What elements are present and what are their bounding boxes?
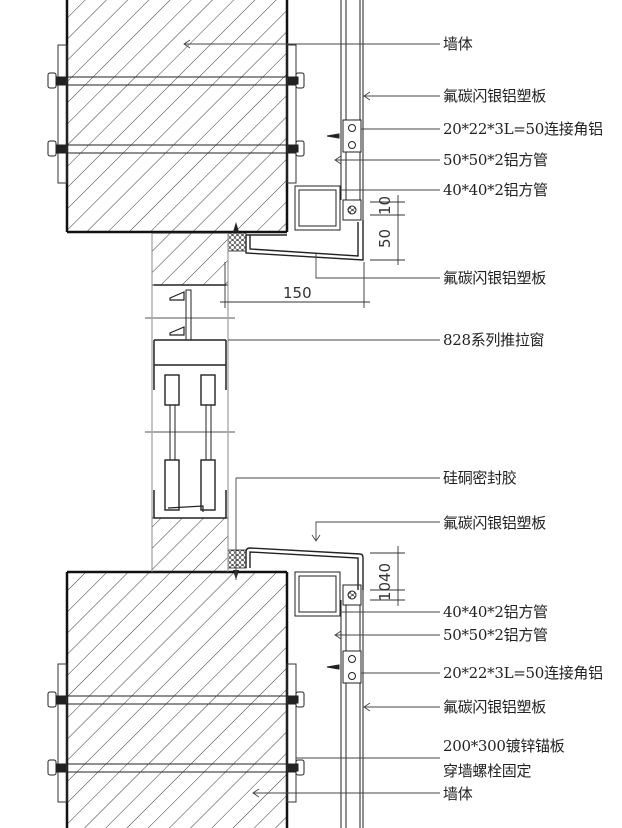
label-tube50-bottom: 50*50*2铝方管 (443, 626, 548, 644)
label-sealant: 硅硐密封胶 (443, 469, 517, 487)
label-panel-bottom-2: 氟碳闪银铝塑板 (443, 698, 546, 716)
label-panel-bottom-1: 氟碳闪银铝塑板 (443, 514, 546, 532)
through-bolts-top (47, 72, 305, 157)
window-frame (145, 232, 235, 573)
label-angle-top: 20*22*3L=50连接角铝 (443, 120, 603, 138)
label-tube40-bottom: 40*40*2铝方管 (443, 603, 548, 621)
label-tube40-top: 40*40*2铝方管 (443, 181, 548, 199)
through-bolts-bottom (47, 691, 305, 776)
label-panel-top-2: 氟碳闪银铝塑板 (443, 269, 546, 287)
label-panel-top-1: 氟碳闪银铝塑板 (443, 87, 546, 105)
leader-lines (183, 39, 440, 798)
label-wall-bottom: 墙体 (443, 785, 473, 803)
label-tube50-top: 50*50*2铝方管 (443, 151, 548, 169)
dim-top-height: 50 (376, 229, 394, 248)
dimension-lines (220, 195, 405, 606)
label-angle-bottom: 20*22*3L=50连接角铝 (443, 664, 603, 682)
foam-backer (227, 222, 247, 580)
dim-top-offset: 10 (376, 196, 394, 215)
label-wall-top: 墙体 (443, 35, 473, 53)
anchor-plates-top (57, 44, 297, 184)
dim-bottom-offset: 10 (376, 582, 394, 601)
dim-width: 150 (283, 284, 312, 302)
label-anchor-plate: 200*300镀锌锚板 (443, 737, 565, 755)
dim-bottom-height: 40 (376, 563, 394, 582)
label-window: 828系列推拉窗 (443, 331, 545, 349)
label-bolt: 穿墙螺栓固定 (443, 762, 532, 780)
wall-bottom (65, 570, 289, 828)
wall-top (65, 0, 289, 234)
anchor-plates-bottom (57, 663, 297, 803)
cladding-bottom (294, 560, 364, 828)
cladding-top (294, 0, 364, 240)
